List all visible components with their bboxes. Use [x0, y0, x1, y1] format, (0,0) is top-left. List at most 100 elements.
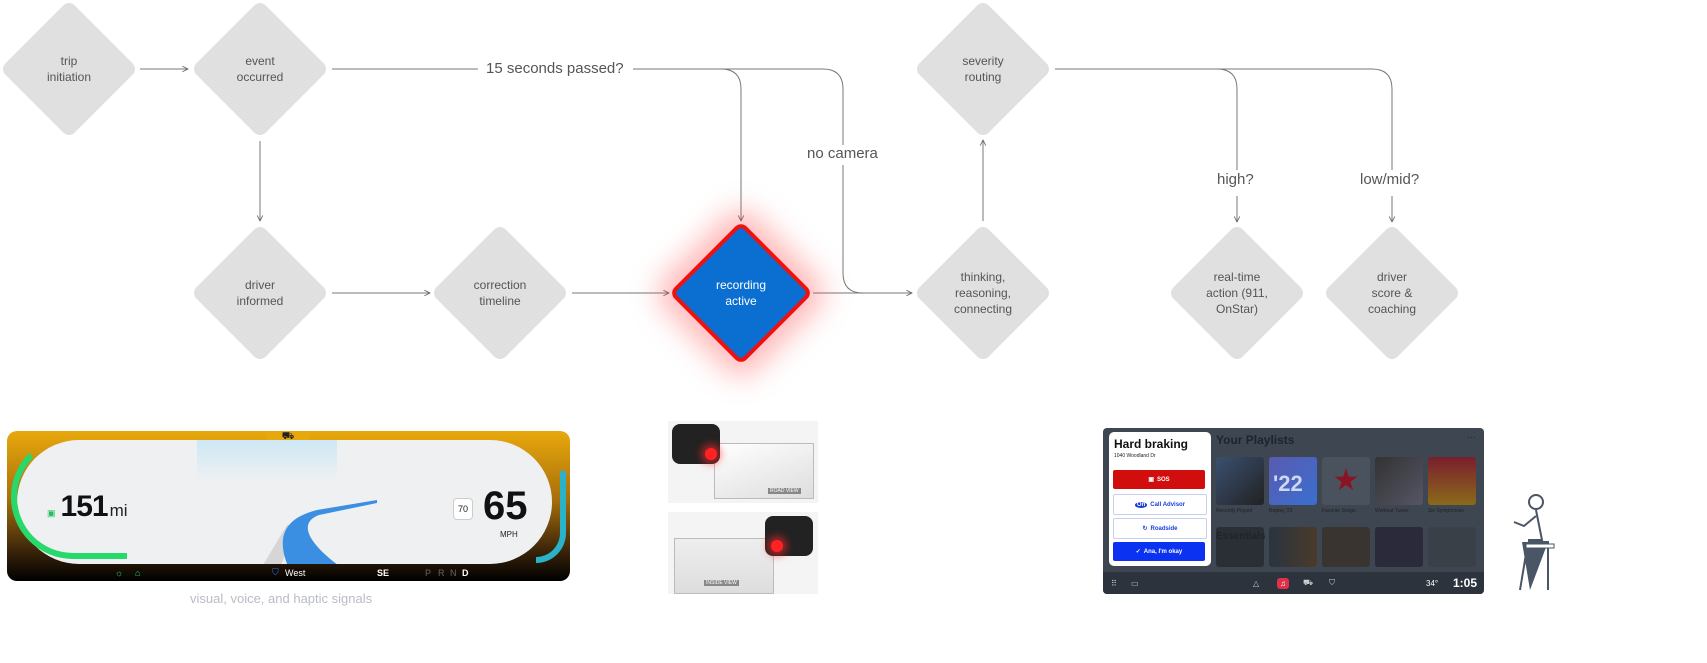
gear-r: R — [438, 567, 445, 578]
sos-icon: ▣ — [1148, 477, 1154, 483]
node-label: trip initiation — [46, 54, 92, 84]
edge-fifteen-nocamera — [721, 68, 844, 145]
cluster-status-bar: ☼ ⌂ ⛉ West SE P R N D — [7, 564, 570, 581]
playlist-label: Workout Tunes — [1375, 508, 1409, 514]
shield-icon[interactable]: ⛉ — [1329, 578, 1335, 587]
roadside-button[interactable]: ↻Roadside — [1113, 518, 1207, 539]
infotainment-screen: Your Playlists ··· Recently Played '22 R… — [1103, 428, 1484, 594]
infotainment-dock: ⠿ ▭ △ ♫ ⛟ ⛉ 34° 1:05 — [1103, 572, 1484, 594]
vehicle-icon[interactable]: ⛟ — [1303, 578, 1314, 587]
node-label: thinking, reasoning, connecting — [953, 270, 1013, 316]
recording-led — [705, 448, 717, 460]
node-label: severity routing — [962, 54, 1004, 84]
edge-fifteen-recording — [633, 68, 741, 221]
node-trip-initiation[interactable]: trip initiation — [0, 0, 139, 139]
playlist-tile[interactable] — [1428, 527, 1476, 567]
flow-diagram: trip initiation event occurred driver in… — [0, 0, 1707, 420]
interstate-shield-icon: ⛉ — [272, 567, 279, 577]
speed-limit-sign: 70 — [453, 498, 473, 520]
node-label: correction timeline — [473, 278, 527, 308]
headlights-icon: ☼ — [115, 567, 124, 578]
lane-assist-icon: ⌂ — [135, 567, 141, 578]
roadside-label: Roadside — [1150, 525, 1178, 532]
gear-n: N — [450, 567, 457, 578]
camera-icon[interactable]: ▭ — [1131, 578, 1139, 588]
dash-camera-icon — [672, 424, 720, 464]
map-route — [263, 500, 377, 564]
playlist-label: Recently Played — [1216, 508, 1253, 514]
route-direction: West — [285, 567, 306, 578]
cabin-camera-card: INSIDE VIEW — [668, 512, 818, 594]
edge-label-15-seconds: 15 seconds passed? — [480, 60, 630, 77]
node-real-time-action[interactable]: real-time action (911, OnStar) — [1167, 223, 1307, 363]
node-label: event occurred — [236, 54, 284, 84]
sos-button[interactable]: ▣SOS — [1113, 470, 1205, 489]
check-circle-icon: ✓ — [1135, 549, 1141, 555]
playlist-tile-essentials[interactable]: Essentials — [1216, 527, 1265, 567]
alert-address: 1040 Woodland Dr — [1114, 453, 1156, 459]
star-icon[interactable]: ★ — [1322, 457, 1370, 505]
flow-edges — [140, 0, 1707, 420]
node-label: driver score & coaching — [1367, 270, 1417, 316]
recording-led — [771, 540, 783, 552]
node-driver-score[interactable]: driver score & coaching — [1322, 223, 1462, 363]
gear-p: P — [425, 567, 432, 578]
compass-heading: SE — [377, 567, 390, 578]
node-event-occurred[interactable]: event occurred — [190, 0, 330, 139]
edge-nocamera-thinking — [842, 165, 864, 294]
clock: 1:05 — [1453, 576, 1478, 590]
playlist-label: Favorite Songs — [1322, 508, 1356, 514]
edge-branch-lowmid — [1217, 68, 1393, 170]
im-okay-button[interactable]: ✓Ana, I'm okay — [1113, 542, 1205, 561]
speed-unit: MPH — [500, 530, 518, 539]
app-grid-icon[interactable]: ⠿ — [1111, 578, 1117, 588]
playlist-tile[interactable] — [1322, 527, 1370, 567]
playlist-tile[interactable] — [1269, 527, 1317, 567]
onstar-icon: On — [1134, 501, 1148, 508]
battery-gauge — [11, 435, 127, 559]
navigation-icon[interactable]: △ — [1253, 578, 1260, 588]
node-label: real-time action (911, OnStar) — [1206, 270, 1268, 316]
map-sky — [197, 440, 337, 480]
playlist-label: Replay '22 — [1269, 508, 1293, 514]
node-thinking[interactable]: thinking, reasoning, connecting — [913, 223, 1053, 363]
inside-view-tag: INSIDE VIEW — [704, 580, 739, 586]
driver-illustration — [1513, 494, 1555, 591]
road-camera-card: ROAD VIEW — [668, 421, 818, 503]
playlist-tile[interactable] — [1428, 457, 1476, 505]
edge-severity-branch — [1055, 68, 1238, 170]
edge-label-no-camera: no camera — [801, 145, 884, 162]
im-okay-label: Ana, I'm okay — [1143, 548, 1183, 555]
playlist-tile[interactable] — [1216, 457, 1264, 505]
playlist-tile[interactable] — [1375, 527, 1423, 567]
playlist-tile[interactable] — [1375, 457, 1423, 505]
speed-value: 65 — [483, 484, 528, 528]
temperature: 34° — [1426, 578, 1439, 588]
edge-label-low-mid: low/mid? — [1354, 171, 1426, 188]
node-label: driver informed — [236, 278, 284, 308]
road-view-tag: ROAD VIEW — [768, 488, 801, 494]
cabin-camera-icon — [765, 516, 813, 556]
more-icon[interactable]: ··· — [1467, 432, 1476, 442]
node-driver-informed[interactable]: driver informed — [190, 223, 330, 363]
playlist-label: Six Symphonies — [1428, 508, 1464, 514]
cluster-caption: visual, voice, and haptic signals — [190, 591, 373, 606]
power-gauge — [536, 471, 566, 563]
sos-label: SOS — [1157, 476, 1170, 483]
music-icon[interactable]: ♫ — [1277, 577, 1289, 589]
playlists-title: Your Playlists — [1216, 433, 1295, 447]
instrument-cluster: ⛟ ▣ 151 mi 70 65 MPH ☼ ⌂ ⛉ West SE P R N… — [7, 431, 570, 581]
node-label: recording active — [715, 278, 767, 308]
roadside-icon: ↻ — [1142, 526, 1148, 532]
node-correction-timeline[interactable]: correction timeline — [430, 223, 570, 363]
gear-d-active: D — [462, 567, 469, 578]
playlist-tile-replay[interactable]: '22 — [1269, 457, 1317, 505]
call-advisor-label: Call Advisor — [1150, 501, 1186, 508]
alert-title: Hard braking — [1114, 437, 1189, 451]
node-severity-routing[interactable]: severity routing — [913, 0, 1053, 139]
inside-view-frame — [674, 538, 774, 594]
node-recording-active[interactable]: recording active — [668, 220, 814, 366]
edge-label-high: high? — [1211, 171, 1260, 188]
